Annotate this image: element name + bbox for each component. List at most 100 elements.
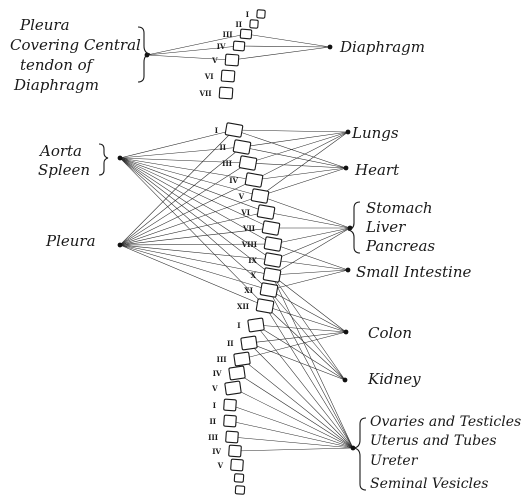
connector-pelvic [256,325,353,448]
connector-abdominal [273,228,350,260]
label-pleura-top-line-2: Covering Central [10,36,141,54]
connector-pelvic [235,448,353,451]
connector-colon [256,325,346,332]
node-diaph [328,45,333,50]
connector-lungs [234,130,348,132]
vertebra-lumbar-3 [234,352,251,366]
vertebra-coccyx-6 [234,474,244,483]
vertebra-label-sacral-2: II [209,417,216,426]
node-pleura [118,243,123,248]
vertebra-label-cervical-7: VII [199,89,212,98]
vertebra-label-lumbar-1: I [237,321,240,330]
node-kidney [343,378,348,383]
vertebra-thoracic-12 [256,299,274,314]
label-pleura-covering-tendon: Pleura Covering Central tendon of Diaphr… [10,16,141,94]
vertebra-sacral-4 [229,445,242,457]
vertebra-thoracic-8 [264,237,282,252]
label-seminal-vesicles: Seminal Vesicles [370,476,488,492]
label-ureter: Ureter [370,453,419,469]
connector-pleura [120,245,269,290]
node-lungs [346,130,351,135]
vertebra-sacral-1 [224,399,237,411]
vertebra-thoracic-6 [257,205,275,220]
connector-pelvic [230,405,353,448]
vertebra-thoracic-1 [225,123,243,138]
vertebra-cervical-3 [240,29,252,39]
connector-pelvic [269,290,353,448]
connector-lungs [254,132,348,180]
vertebra-label-thoracic-6: VI [240,208,250,217]
vertebra-label-sacral-4: IV [212,447,221,456]
vertebra-cervical-5 [225,54,239,66]
vertebra-thoracic-11 [260,283,278,298]
vertebra-label-thoracic-12: XII [237,302,249,311]
label-ovaries-testicles: Ovaries and Testicles [370,414,521,430]
node-heart [344,166,349,171]
vertebra-label-thoracic-10: X [251,271,257,280]
connector-small-intestine [272,270,348,275]
label-pleura: Pleura [45,232,96,250]
connector-pelvic [249,343,353,448]
node-small [346,268,351,273]
vertebra-lumbar-4 [229,366,246,380]
vertebra-sacral-3 [226,431,239,443]
vertebra-lumbar-5 [225,381,242,395]
vertebra-label-thoracic-4: IV [229,176,238,185]
connector-diaphragm [239,46,330,47]
label-kidney: Kidney [367,370,421,388]
vertebra-coccyx-7 [235,486,245,495]
pelvic-brace [354,418,366,490]
vertebra-thoracic-5 [251,189,269,204]
connector-heart [248,163,346,168]
connector-pleura [120,245,265,306]
vertebra-thoracic-3 [239,156,257,171]
connector-kidney [249,343,345,380]
vertebra-label-cervical-3: III [223,30,233,39]
label-spleen: Spleen [38,161,90,179]
vertebra-lumbar-1 [248,318,265,332]
vertebra-thoracic-9 [264,253,282,268]
vertebra-label-thoracic-9: IX [248,256,257,265]
label-diaphragm: Diaphragm [339,38,425,56]
connector-pleura [120,130,234,245]
vertebra-label-lumbar-5: V [211,384,218,393]
connector-diaphragm [232,47,330,60]
label-pleura-top-line-3: tendon of [20,56,95,74]
label-liver: Liver [365,218,406,236]
connector-kidney [265,306,345,380]
vertebra-label-lumbar-3: III [217,355,227,364]
vertebra-cervical-2 [250,20,259,29]
label-pleura-top-line-4: Diaphragm [13,76,99,94]
vertebra-label-thoracic-11: XI [244,286,253,295]
vertebra-cervical-4 [233,41,245,51]
vertebra-label-cervical-2: II [235,20,242,29]
vertebra-label-thoracic-2: II [219,143,226,152]
label-uterus-tubes: Uterus and Tubes [370,433,497,449]
label-pleura-top-line-1: Pleura [19,16,70,34]
vertebra-label-thoracic-5: V [238,192,245,201]
connector-abdominal [272,228,350,275]
vertebra-thoracic-4 [245,173,263,188]
vertebra-label-thoracic-8: VIII [241,240,257,249]
connector-pelvic [230,421,353,448]
vertebra-label-cervical-6: VI [204,72,214,81]
vertebra-label-sacral-3: III [208,433,218,442]
vertebra-lumbar-2 [241,336,258,350]
label-abdominal-organs: Stomach Liver Pancreas [365,199,435,255]
label-small-intestine: Small Intestine [356,263,471,281]
vertebra-thoracic-7 [262,221,280,236]
connector-small-intestine [273,244,348,270]
vertebra-sacral-5 [231,459,244,471]
connector-pleura [120,180,254,245]
connector-colon [242,332,346,359]
connector-heart [254,168,346,180]
vertebra-sacral-2 [224,415,237,427]
connector-diaphragm [246,34,330,47]
vertebra-label-cervical-1: I [246,10,249,19]
label-lungs: Lungs [351,124,399,142]
vertebra-label-lumbar-4: IV [213,369,222,378]
vertebra-cervical-1 [257,10,266,19]
label-heart: Heart [354,161,400,179]
vertebra-label-sacral-5: V [217,461,224,470]
